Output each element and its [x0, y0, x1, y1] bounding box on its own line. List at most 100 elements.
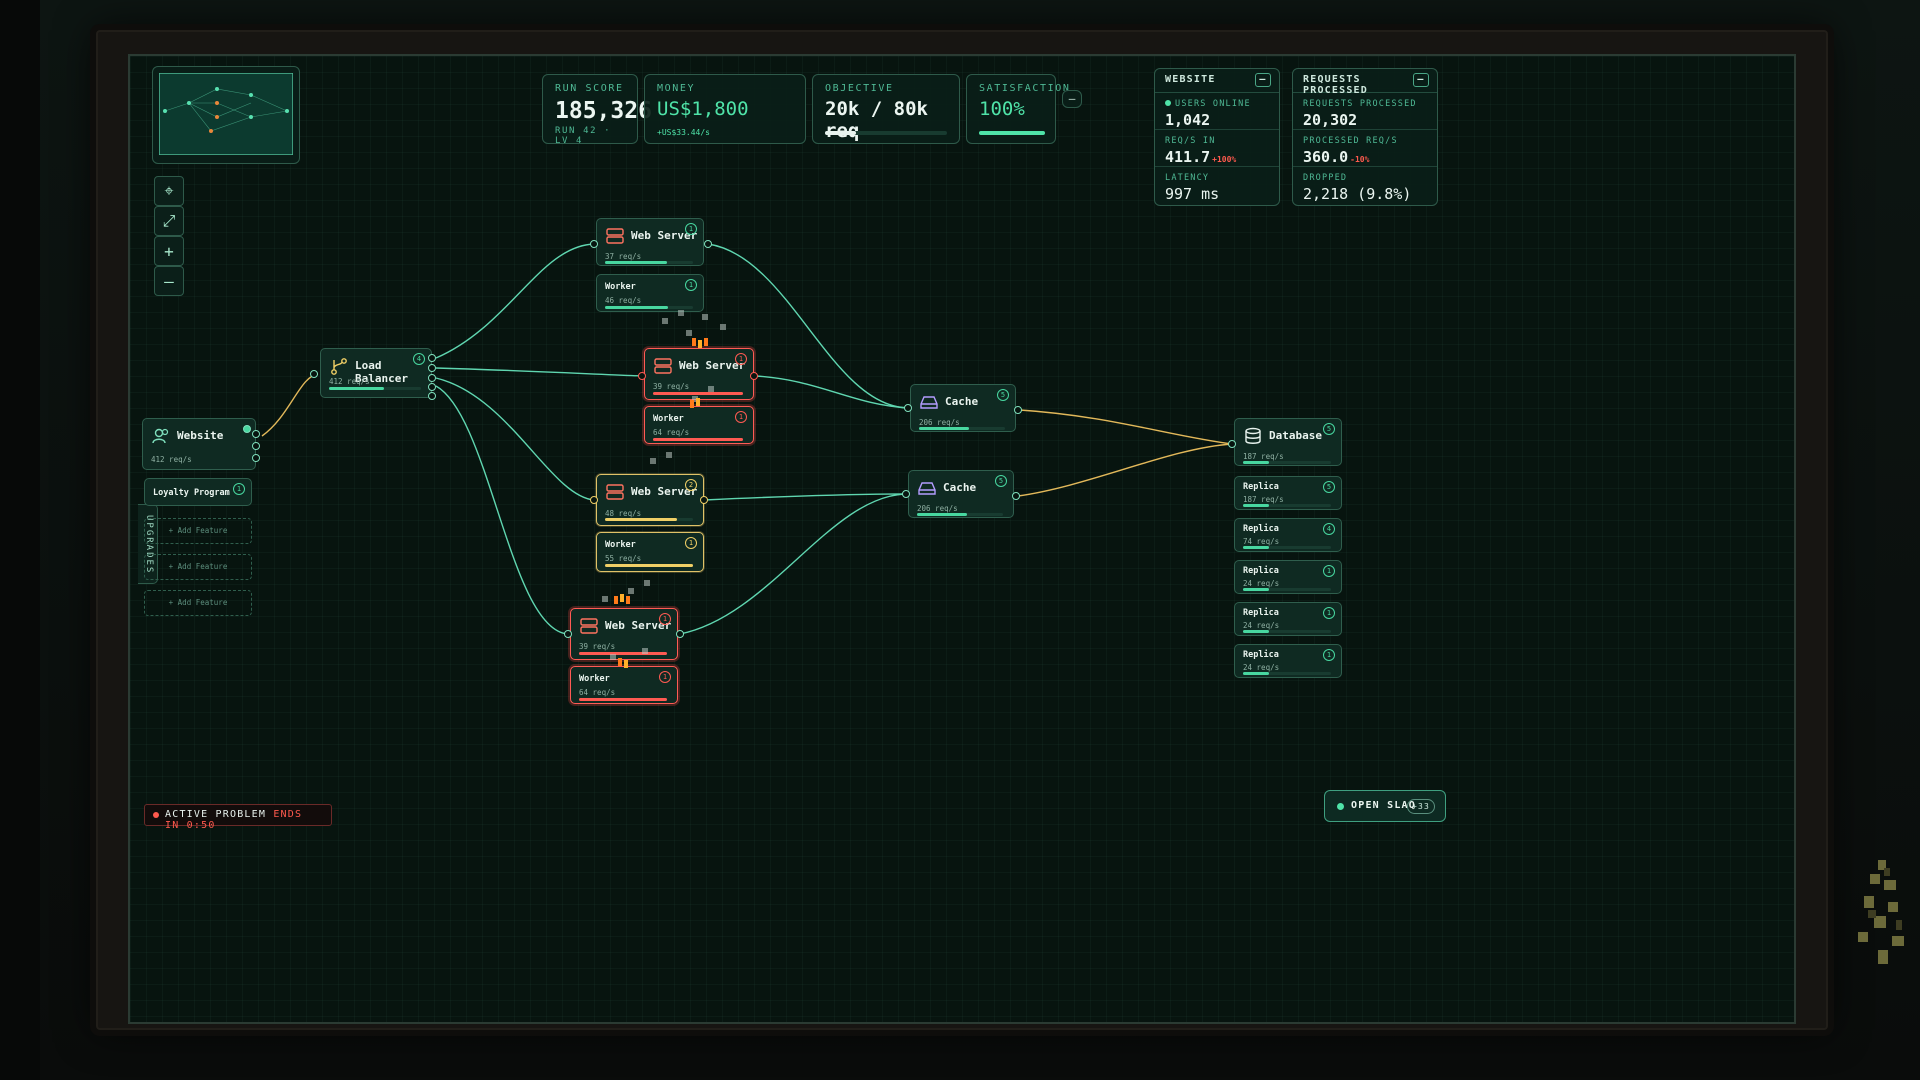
fit-view-button[interactable]: ⤢ [154, 206, 184, 236]
link-lb-ws3 [435, 377, 595, 501]
money-rate: +US$33.44/s [657, 128, 710, 137]
replica-level-badge: 1 [1323, 565, 1335, 577]
add-feature-button[interactable]: + Add Feature [144, 554, 252, 580]
replica-node[interactable]: Replica 24 req/s 1 [1234, 560, 1342, 594]
online-dot-icon [1337, 803, 1344, 810]
server-icon [606, 484, 624, 500]
objective-label: OBJECTIVE [825, 83, 894, 94]
link-ws2-cache1 [755, 375, 909, 409]
database-meter [1243, 461, 1270, 464]
web-server-in-port[interactable] [564, 630, 572, 638]
users-online-label: USERS ONLINE [1165, 99, 1269, 109]
lb-port[interactable] [428, 354, 436, 362]
lb-port[interactable] [428, 374, 436, 382]
cache-in-port[interactable] [902, 490, 910, 498]
worker-title: Worker [605, 540, 636, 550]
replica-node[interactable]: Replica 24 req/s 1 [1234, 644, 1342, 678]
center-view-button[interactable]: ⌖ [154, 176, 184, 206]
cache-in-port[interactable] [904, 404, 912, 412]
server-icon [606, 228, 624, 244]
requests-panel-collapse-button[interactable]: – [1413, 73, 1429, 87]
website-node[interactable]: Website 412 req/s [142, 418, 256, 470]
web-server-title: Web Server [631, 485, 698, 498]
satisfaction-value: 100% [979, 98, 1025, 120]
web-server-rate: 39 req/s [579, 642, 616, 651]
worker-rate: 46 req/s [605, 296, 642, 305]
web-server-out-port[interactable] [676, 630, 684, 638]
web-server-level-badge: 1 [735, 353, 747, 365]
replica-node[interactable]: Replica 187 req/s 5 [1234, 476, 1342, 510]
collapse-stats-button[interactable]: – [1062, 90, 1082, 108]
website-status-dot [243, 425, 251, 433]
web-server-node-overloaded[interactable]: Web Server 39 req/s 1 [644, 348, 754, 400]
cache-level-badge: 5 [997, 389, 1009, 401]
website-port[interactable] [252, 430, 260, 438]
worker-rate: 55 req/s [605, 554, 642, 563]
requests-processed-value: 20,302 [1303, 111, 1358, 129]
lb-port[interactable] [428, 383, 436, 391]
database-node[interactable]: Database 187 req/s 5 [1234, 418, 1342, 466]
replica-node[interactable]: Replica 24 req/s 1 [1234, 602, 1342, 636]
web-server-in-port[interactable] [590, 496, 598, 504]
website-port[interactable] [252, 454, 260, 462]
requests-panel-header: REQUESTS PROCESSED – [1293, 69, 1437, 96]
zoom-out-button[interactable]: – [154, 266, 184, 296]
web-server-rate: 48 req/s [605, 509, 642, 518]
load-balancer-node[interactable]: Load Balancer 412 req/s 4 [320, 348, 432, 398]
web-server-level-badge: 2 [685, 479, 697, 491]
users-online-value: 1,042 [1165, 111, 1211, 129]
web-server-out-port[interactable] [700, 496, 708, 504]
cache-rate: 206 req/s [917, 504, 958, 513]
req-in-delta: +100% [1212, 155, 1237, 164]
website-node-rate: 412 req/s [151, 455, 192, 464]
web-server-node-warning[interactable]: Web Server 48 req/s 2 [596, 474, 704, 526]
worker-node-warning[interactable]: Worker 55 req/s 1 [596, 532, 704, 572]
loyalty-program-node[interactable]: Loyalty Program 1 [144, 478, 252, 506]
dropped-value: 2,218 (9.8%) [1303, 185, 1412, 203]
database-in-port[interactable] [1228, 440, 1236, 448]
latency-label: LATENCY [1165, 173, 1210, 183]
objective-panel: OBJECTIVE 20k / 80k req [812, 74, 960, 144]
lb-input-port[interactable] [310, 370, 318, 378]
server-icon [654, 358, 672, 374]
replica-rate: 187 req/s [1243, 495, 1284, 504]
web-server-meter [579, 652, 667, 655]
open-slaq-label: OPEN SLAQ [1351, 800, 1416, 811]
cache-icon [918, 482, 936, 495]
website-node-title: Website [177, 429, 224, 442]
requests-panel-title: REQUESTS PROCESSED [1303, 74, 1368, 96]
minimap[interactable] [152, 66, 300, 164]
cache-out-port[interactable] [1014, 406, 1022, 414]
minimap-graph [159, 73, 293, 155]
cache-node[interactable]: Cache 206 req/s 5 [908, 470, 1014, 518]
web-server-node-overloaded[interactable]: Web Server 39 req/s 1 [570, 608, 678, 660]
worker-node-overloaded[interactable]: Worker 64 req/s 1 [570, 666, 678, 704]
worker-rate: 64 req/s [579, 688, 616, 697]
worker-meter [653, 438, 743, 441]
cache-node[interactable]: Cache 206 req/s 5 [910, 384, 1016, 432]
web-server-out-port[interactable] [704, 240, 712, 248]
cache-meter [919, 427, 969, 430]
add-feature-button[interactable]: + Add Feature [144, 590, 252, 616]
worker-node-overloaded[interactable]: Worker 64 req/s 1 [644, 406, 754, 444]
open-slaq-button[interactable]: OPEN SLAQ +33 [1324, 790, 1446, 822]
replica-node[interactable]: Replica 74 req/s 4 [1234, 518, 1342, 552]
add-feature-button[interactable]: + Add Feature [144, 518, 252, 544]
replica-title: Replica [1243, 524, 1279, 534]
web-server-title: Web Server [679, 359, 746, 372]
web-server-out-port[interactable] [750, 372, 758, 380]
lb-port[interactable] [428, 392, 436, 400]
web-server-in-port[interactable] [638, 372, 646, 380]
web-server-node[interactable]: Web Server 37 req/s 1 [596, 218, 704, 266]
requests-processed-label: REQUESTS PROCESSED [1303, 99, 1417, 109]
worker-node[interactable]: Worker 46 req/s 1 [596, 274, 704, 312]
cache-out-port[interactable] [1012, 492, 1020, 500]
lb-port[interactable] [428, 364, 436, 372]
dropped-label: DROPPED [1303, 173, 1348, 183]
web-server-in-port[interactable] [590, 240, 598, 248]
active-problem-banner[interactable]: ACTIVE PROBLEM ENDS IN 0:50 [144, 804, 332, 831]
zoom-in-button[interactable]: + [154, 236, 184, 266]
website-port[interactable] [252, 442, 260, 450]
website-panel-collapse-button[interactable]: – [1255, 73, 1271, 87]
